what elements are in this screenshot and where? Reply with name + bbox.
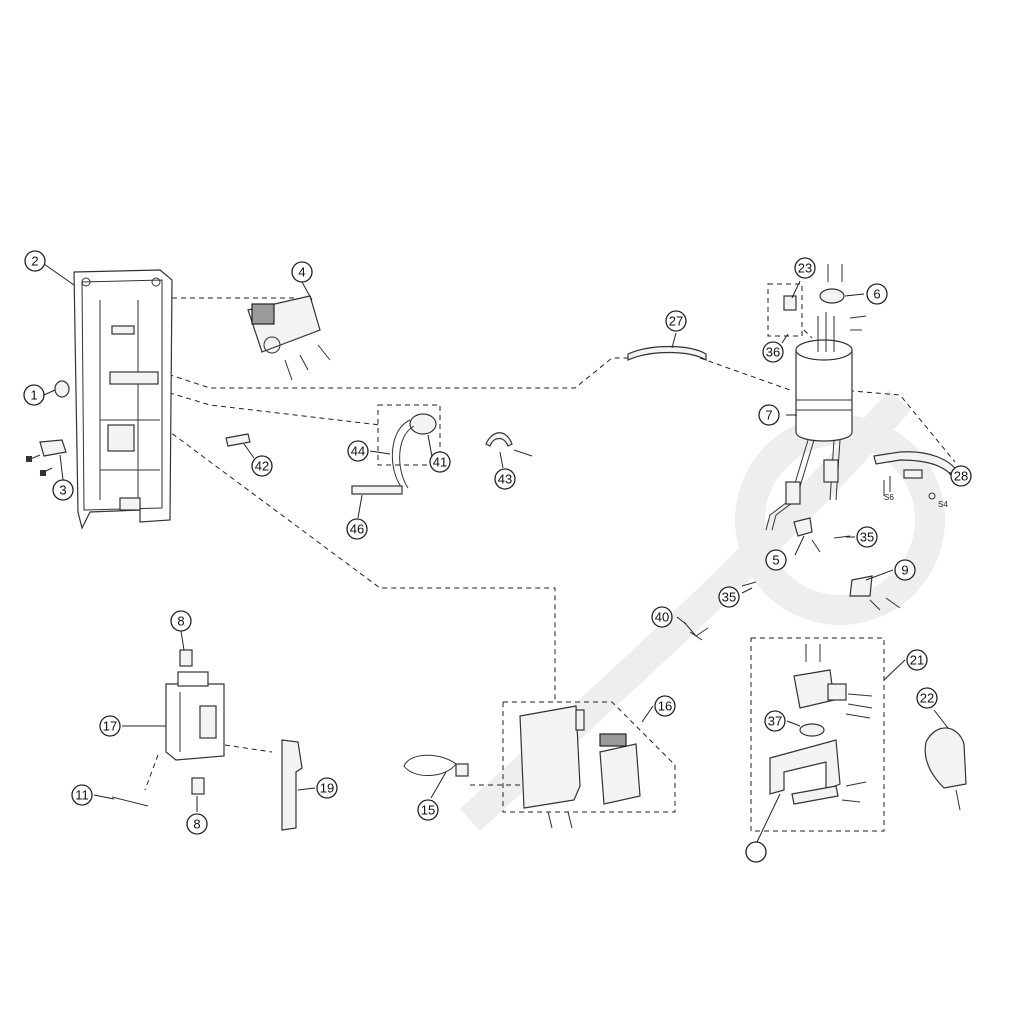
svg-text:11: 11: [75, 788, 89, 803]
svg-text:21: 21: [910, 653, 924, 668]
part-circuit-breaker: [165, 671, 225, 761]
svg-text:35: 35: [722, 590, 736, 605]
callout-1: 1: [23, 384, 45, 406]
small-part-labels: S6 S4: [884, 493, 948, 509]
callout-2: 2: [24, 250, 46, 272]
part-spring-clip: [683, 621, 709, 641]
svg-text:6: 6: [873, 287, 880, 302]
part-cover: [924, 727, 967, 811]
svg-text:46: 46: [350, 522, 364, 537]
svg-text:35: 35: [860, 530, 874, 545]
callout-8-top: 8: [170, 610, 192, 632]
svg-text:9: 9: [901, 563, 908, 578]
svg-text:8: 8: [177, 614, 184, 629]
callout-46: 46: [346, 518, 368, 540]
callout-leader-lines: [43, 263, 951, 845]
callout-35b: 35: [718, 586, 740, 608]
part-pressure-switch-assembly: [769, 644, 873, 805]
part-wire: [111, 796, 149, 807]
callout-40: 40: [651, 606, 673, 628]
part-bracket-with-screws: [26, 439, 67, 476]
part-terminal-screws: [179, 649, 205, 795]
part-control-board: [519, 705, 641, 829]
svg-text:4: 4: [298, 265, 305, 280]
callout-3: 3: [52, 479, 74, 501]
part-clip: [225, 433, 251, 447]
svg-text:23: 23: [798, 261, 812, 276]
part-circuit-board: [247, 295, 331, 381]
callout-8-bottom: 8: [186, 813, 208, 835]
callout-16: 16: [654, 695, 676, 717]
callout-5: 5: [765, 549, 787, 571]
callout-42: 42: [251, 455, 273, 477]
svg-text:22: 22: [920, 691, 934, 706]
svg-text:1: 1: [30, 388, 37, 403]
callout-43: 43: [494, 468, 516, 490]
svg-text:36: 36: [766, 345, 780, 360]
svg-text:15: 15: [421, 803, 435, 818]
callout-27: 27: [665, 310, 687, 332]
svg-text:17: 17: [103, 719, 117, 734]
callout-unlabeled-bottom: [745, 841, 767, 863]
svg-text:2: 2: [31, 254, 38, 269]
part-valve-fittings: [741, 517, 901, 611]
callout-4: 4: [291, 261, 313, 283]
part-sensor-cable: [351, 413, 437, 495]
small-label-s4: S4: [938, 500, 948, 509]
callout-15: 15: [417, 799, 439, 821]
callout-11: 11: [71, 784, 93, 806]
callout-35a: 35: [856, 526, 878, 548]
callout-41: 41: [429, 451, 451, 473]
svg-text:27: 27: [669, 314, 683, 329]
callout-23: 23: [794, 257, 816, 279]
svg-text:19: 19: [320, 781, 334, 796]
svg-text:44: 44: [351, 444, 365, 459]
svg-text:37: 37: [768, 714, 782, 729]
svg-text:3: 3: [59, 483, 66, 498]
small-label-s6: S6: [884, 493, 894, 502]
svg-text:43: 43: [498, 472, 512, 487]
part-clamp: [485, 432, 533, 457]
svg-text:7: 7: [765, 408, 772, 423]
callout-6: 6: [866, 283, 888, 305]
callout-17: 17: [99, 715, 121, 737]
callout-19: 19: [316, 777, 338, 799]
part-knob: [54, 380, 70, 398]
callout-9: 9: [894, 559, 916, 581]
callout-44: 44: [347, 440, 369, 462]
part-mounting-strip: [281, 739, 303, 831]
part-cable-harness: [403, 754, 469, 777]
callout-36: 36: [762, 341, 784, 363]
part-strap: [627, 345, 707, 362]
callout-21: 21: [906, 649, 928, 671]
svg-text:16: 16: [658, 699, 672, 714]
svg-text:41: 41: [433, 455, 447, 470]
svg-text:42: 42: [255, 459, 269, 474]
callout-7: 7: [758, 404, 780, 426]
part-heating-tank: [765, 312, 853, 531]
svg-text:5: 5: [772, 553, 779, 568]
callout-28: 28: [950, 465, 972, 487]
part-thermostat-group: [783, 264, 867, 331]
callout-22: 22: [916, 687, 938, 709]
callout-37: 37: [764, 710, 786, 732]
main-housing-panel: [73, 269, 173, 530]
callout-labels: 2 1 3 4 23 6 27 36 7 44 41 42 43 28 46 3…: [23, 250, 972, 863]
svg-text:40: 40: [655, 610, 669, 625]
svg-text:28: 28: [954, 469, 968, 484]
svg-text:8: 8: [193, 817, 200, 832]
